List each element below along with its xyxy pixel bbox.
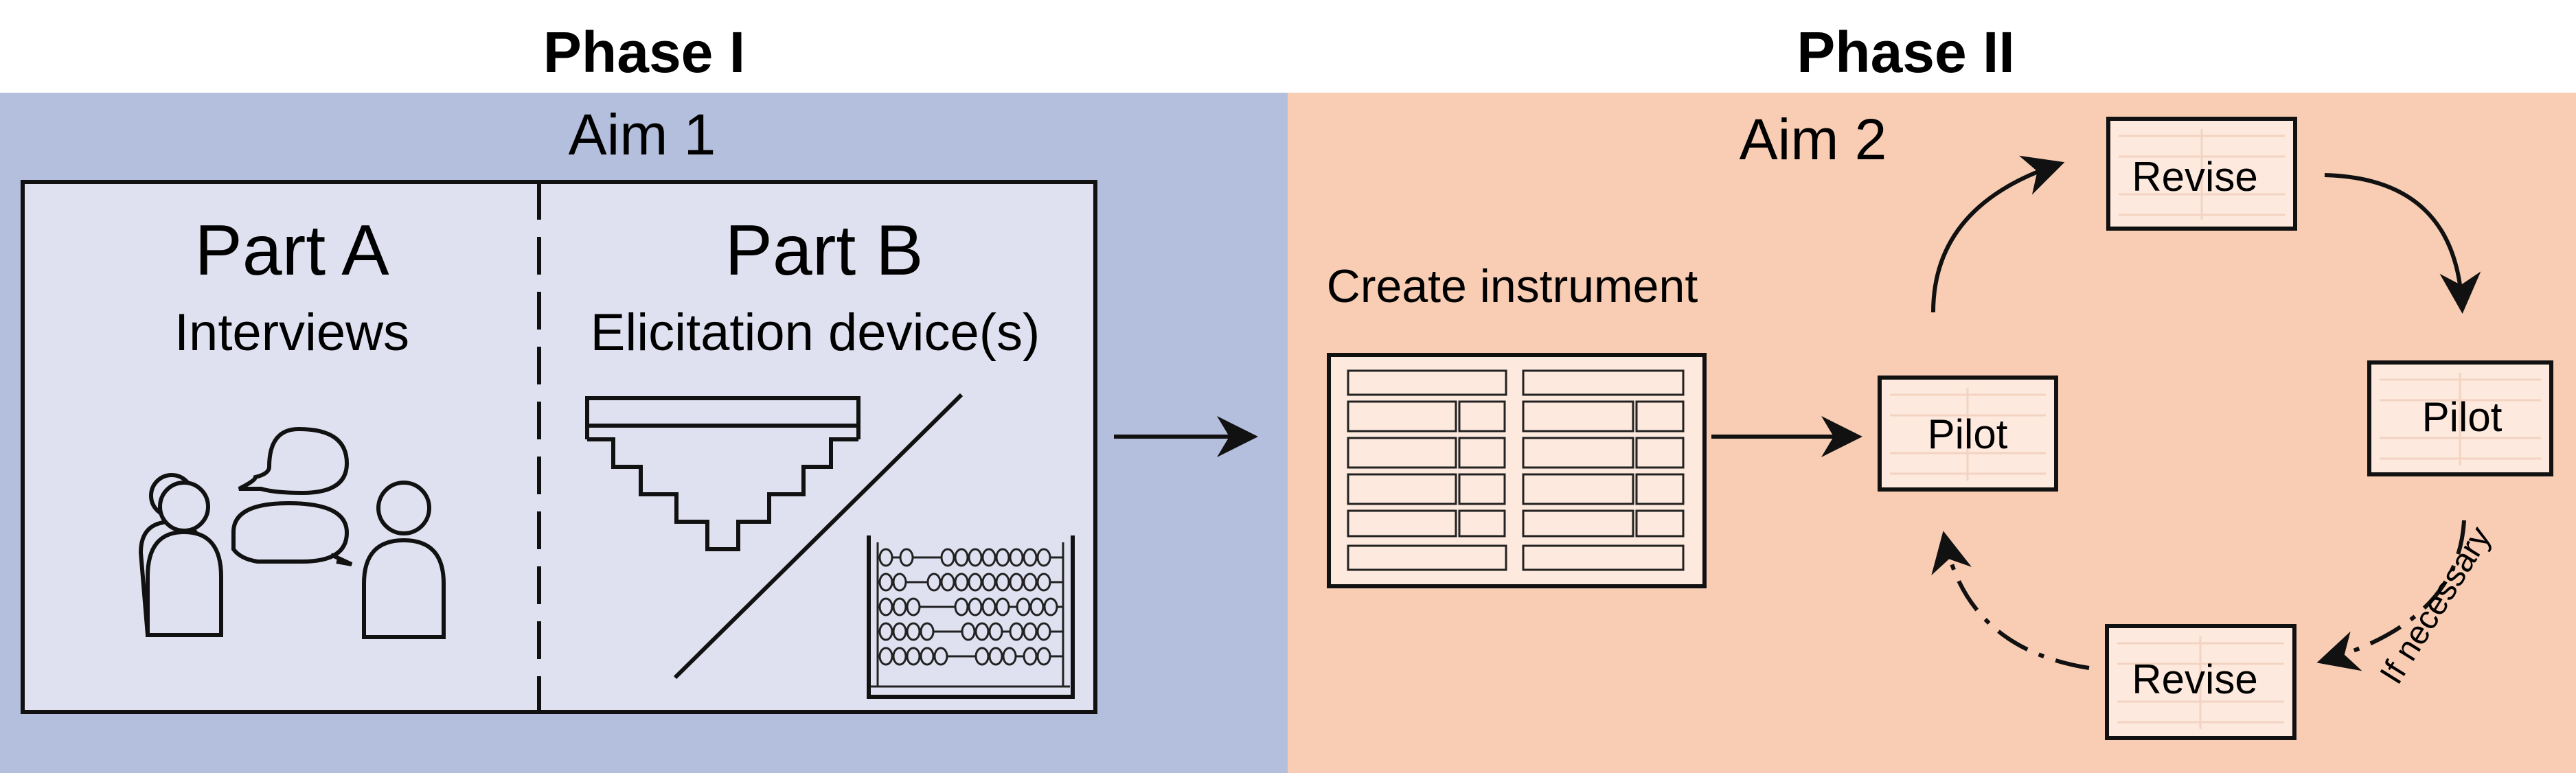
pilot-right-label: Pilot (2422, 394, 2503, 440)
part-b-subtitle: Elicitation device(s) (591, 303, 1040, 362)
abacus-bead (878, 597, 893, 616)
abacus-bead (988, 647, 1003, 666)
part-a-subtitle: Interviews (174, 303, 409, 362)
abacus-bead (906, 647, 921, 666)
revise-bottom-label: Revise (2132, 656, 2257, 702)
abacus-bead (974, 622, 990, 641)
revise-box-top: Revise (2106, 117, 2297, 231)
abacus-bead (933, 647, 948, 666)
abacus-bead (968, 573, 983, 592)
abacus-bead (892, 647, 907, 666)
abacus-bead (892, 597, 907, 616)
abacus-bead (1023, 622, 1038, 641)
pilot-box-right: Pilot (2367, 360, 2553, 476)
abacus-bead (940, 573, 955, 592)
abacus-bead (878, 548, 893, 567)
abacus-bead (1036, 573, 1051, 592)
abacus-bead (1036, 647, 1051, 666)
abacus-bead (940, 548, 955, 567)
abacus-bead (981, 548, 996, 567)
abacus-bead (974, 647, 990, 666)
abacus-bead (1023, 647, 1038, 666)
part-b-title: Part B (725, 211, 924, 290)
abacus-bead (878, 573, 893, 592)
pilot-left-label: Pilot (1928, 411, 2008, 457)
abacus-bead (1036, 622, 1051, 641)
pilot-to-revise-dashed-arrow (2316, 520, 2466, 671)
abacus-bead (920, 647, 935, 666)
abacus-bead (906, 597, 921, 616)
abacus-bead (988, 622, 1003, 641)
document-form-icon (1327, 353, 1707, 588)
abacus-bead (1002, 647, 1017, 666)
abacus-bead (878, 622, 893, 641)
abacus-bead (995, 548, 1010, 567)
create-instrument-label: Create instrument (1327, 260, 1698, 312)
revise-box-bottom: Revise (2105, 624, 2296, 740)
abacus-bead (906, 622, 921, 641)
abacus-bead (954, 548, 969, 567)
abacus-bead (1016, 597, 1031, 616)
abacus-bead (878, 647, 893, 666)
revise-top-label: Revise (2132, 154, 2257, 200)
pilot-to-revise-arrow (1931, 155, 2065, 313)
abacus-bead (961, 622, 976, 641)
abacus-bead (920, 622, 935, 641)
pilot-box-left: Pilot (1878, 376, 2058, 492)
abacus-bead (1029, 597, 1045, 616)
abacus-bead (1009, 622, 1024, 641)
revise-to-pilot-arrow (2324, 173, 2481, 314)
abacus-bead (1023, 548, 1038, 567)
abacus-bead (892, 622, 907, 641)
abacus-bead (995, 597, 1010, 616)
stepped-scale-icon (585, 393, 964, 680)
abacus-bead (1009, 548, 1024, 567)
aim2-label: Aim 2 (1740, 107, 1887, 172)
abacus-bead (954, 573, 969, 592)
abacus-bead (981, 597, 996, 616)
revise-to-pilot-dashed-arrow (1931, 531, 2090, 670)
abacus-bead (892, 573, 907, 592)
abacus-bead (1043, 597, 1058, 616)
phase2-title: Phase II (1797, 20, 2015, 84)
abacus-bead (954, 597, 969, 616)
abacus-bead (1009, 573, 1024, 592)
abacus-bead (995, 573, 1010, 592)
abacus-bead (968, 597, 983, 616)
abacus-bead (926, 573, 942, 592)
abacus-icon (867, 535, 1075, 699)
phase1-title: Phase I (543, 20, 745, 84)
abacus-bead (968, 548, 983, 567)
abacus-bead (899, 548, 914, 567)
part-a-title: Part A (194, 211, 389, 290)
abacus-bead (981, 573, 996, 592)
people-talking-icon (138, 426, 446, 639)
abacus-bead (1023, 573, 1038, 592)
abacus-bead (1036, 548, 1051, 567)
aim1-label: Aim 1 (569, 102, 716, 167)
